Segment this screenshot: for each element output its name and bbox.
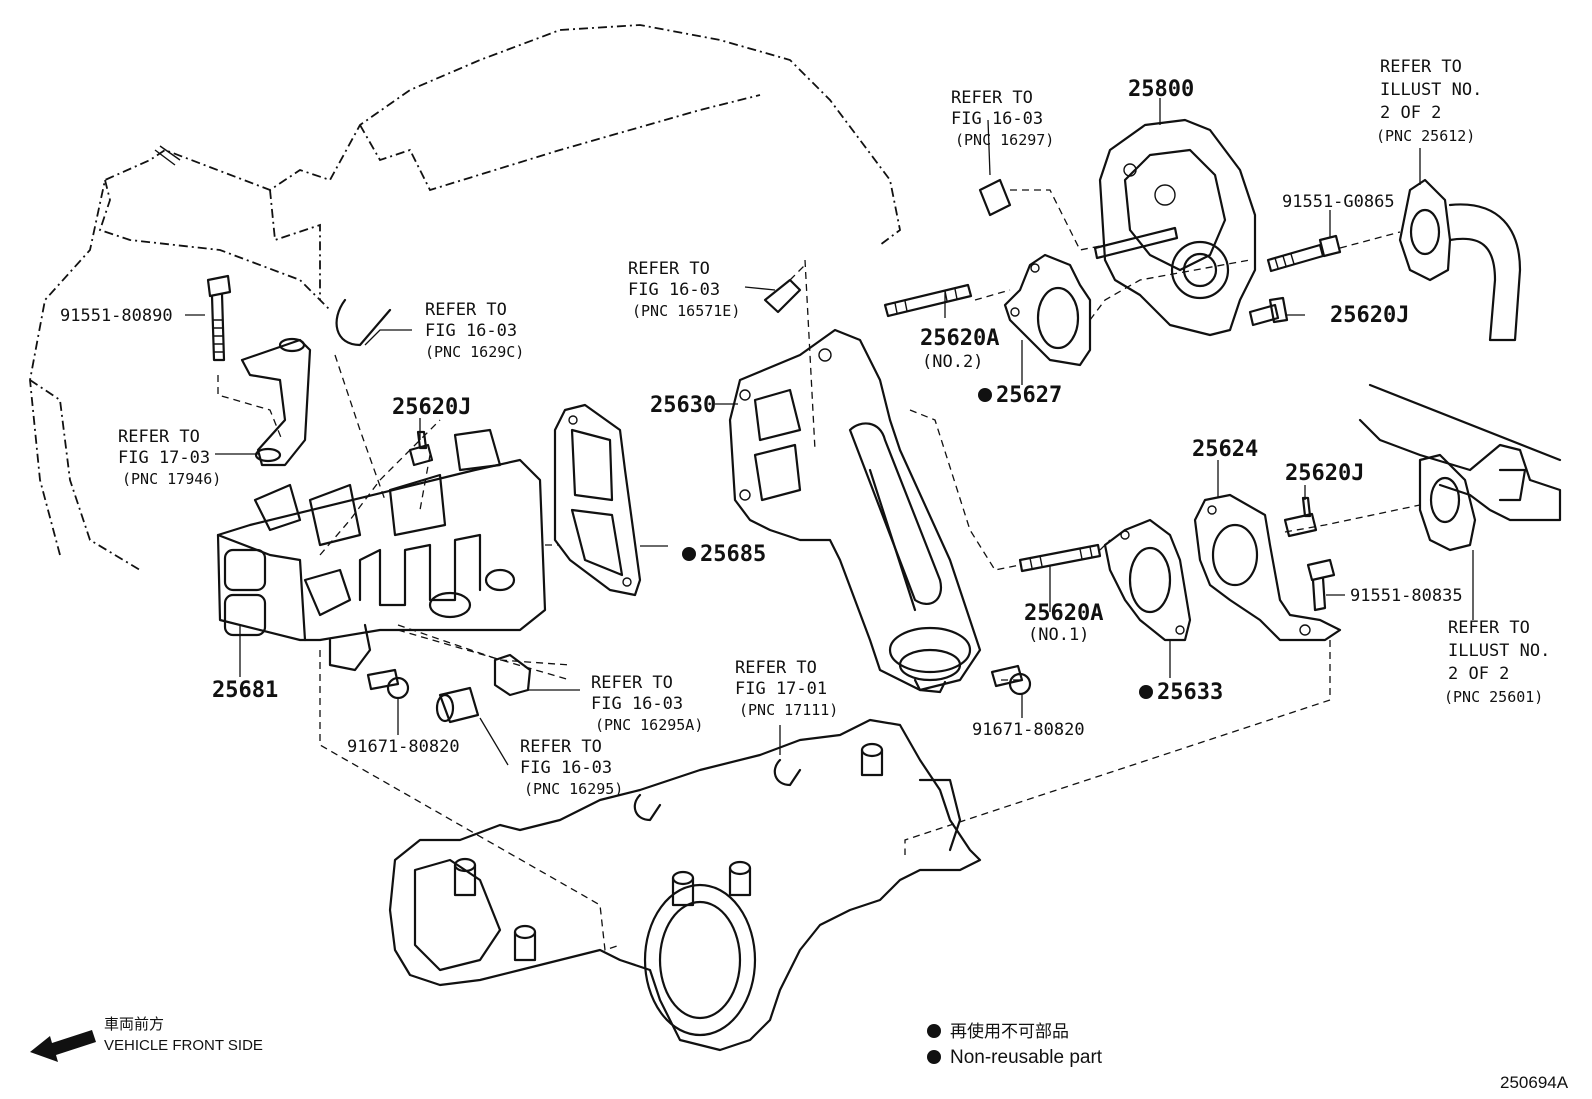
bolt-91551-80890 <box>206 274 232 362</box>
ref-16297-line2: FIG 16-03 <box>951 109 1043 129</box>
ref-17111-line3: (PNC 17111) <box>739 701 838 719</box>
label-no1: (NO.1) <box>1028 625 1089 645</box>
ref-25601-line4: (PNC 25601) <box>1444 688 1543 706</box>
hose-16295 <box>435 686 480 724</box>
ref-16295a-line3: (PNC 16295A) <box>595 716 703 734</box>
ref-17946-line3: (PNC 17946) <box>122 470 221 488</box>
ref-callout-16295a: REFER TO FIG 16-03 (PNC 16295A) <box>591 673 703 734</box>
bolt-91551-g0865 <box>1266 234 1342 273</box>
ref-17111-line2: FIG 17-01 <box>735 679 827 699</box>
gasket-25685 <box>553 403 642 597</box>
egr-cooler-25681 <box>216 428 547 672</box>
ref-16571e-line1: REFER TO <box>628 259 710 279</box>
ref-16295a-line2: FIG 16-03 <box>591 694 683 714</box>
ref-17946-line2: FIG 17-03 <box>118 448 210 468</box>
legend-dot-en <box>927 1050 941 1064</box>
engine-outline <box>29 24 901 571</box>
hose-stub-16297 <box>978 178 1012 217</box>
bolt-25620j-top <box>1248 296 1289 327</box>
ref-25601-line2: ILLUST NO. <box>1448 641 1550 661</box>
ref-16295-line3: (PNC 16295) <box>524 780 623 798</box>
bolt-91671-80820-right <box>990 664 1032 696</box>
ref-16297-line3: (PNC 16297) <box>955 131 1054 149</box>
intake-manifold-17111 <box>388 718 982 1052</box>
non-reusable-marker-25627 <box>978 388 992 402</box>
label-25681: 25681 <box>212 678 278 703</box>
legend-non-reusable-jp: 再使用不可部品 <box>950 1021 1069 1041</box>
label-91671-80820-left: 91671-80820 <box>347 737 460 757</box>
figure-id: 250694A <box>1500 1073 1569 1092</box>
ref-16295-line1: REFER TO <box>520 737 602 757</box>
ref-25612-line1: REFER TO <box>1380 57 1462 77</box>
label-25627: 25627 <box>996 383 1062 408</box>
ref-16571e-line2: FIG 16-03 <box>628 280 720 300</box>
egr-valve-25800 <box>1093 118 1257 337</box>
ref-1629c-line1: REFER TO <box>425 300 507 320</box>
ref-callout-16571e: REFER TO FIG 16-03 (PNC 16571E) <box>628 259 740 320</box>
ref-25612-line2: ILLUST NO. <box>1380 80 1482 100</box>
flange-25612 <box>1398 178 1522 342</box>
label-25624: 25624 <box>1192 437 1258 462</box>
egr-pipe-25630 <box>728 328 982 694</box>
gasket-25627 <box>1003 253 1092 367</box>
ref-callout-16295: REFER TO FIG 16-03 (PNC 16295) <box>520 737 623 798</box>
hose-stub-16571e <box>763 278 802 314</box>
label-91671-80820-right: 91671-80820 <box>972 720 1085 740</box>
label-25633: 25633 <box>1157 680 1223 705</box>
label-91551-80835: 91551-80835 <box>1350 586 1463 606</box>
label-91551-80890: 91551-80890 <box>60 306 173 326</box>
bolt-25620j-mid <box>1283 496 1318 538</box>
ref-1629c-line3: (PNC 1629C) <box>425 343 524 361</box>
ref-16295a-line1: REFER TO <box>591 673 673 693</box>
egr-pipe-25601 <box>1358 383 1562 552</box>
label-25630: 25630 <box>650 393 716 418</box>
legend: 再使用不可部品 Non-reusable part <box>927 1021 1103 1068</box>
ref-1629c-line2: FIG 16-03 <box>425 321 517 341</box>
ref-25601-line1: REFER TO <box>1448 618 1530 638</box>
front-arrow-icon <box>30 1030 96 1062</box>
ref-25612-line4: (PNC 25612) <box>1376 127 1475 145</box>
ref-25601-line3: 2 OF 2 <box>1448 664 1509 684</box>
non-reusable-marker-25685 <box>682 547 696 561</box>
adapter-25624 <box>1193 493 1342 642</box>
gasket-25633 <box>1103 518 1192 642</box>
legend-dot-jp <box>927 1024 941 1038</box>
label-25620a-no1: 25620A <box>1024 601 1103 626</box>
egr-bracket <box>240 337 312 467</box>
stud-25620a-no1 <box>1018 543 1102 573</box>
label-no2: (NO.2) <box>922 352 983 372</box>
bolt-25620j-left <box>408 430 434 467</box>
bolt-91671-80820-left <box>366 668 410 700</box>
ref-callout-25601: REFER TO ILLUST NO. 2 OF 2 (PNC 25601) <box>1444 618 1550 706</box>
label-25620j-mid-right: 25620J <box>1285 461 1364 486</box>
ref-17946-line1: REFER TO <box>118 427 200 447</box>
legend-non-reusable-en: Non-reusable part <box>950 1047 1103 1068</box>
label-25685: 25685 <box>700 542 766 567</box>
ref-17111-line1: REFER TO <box>735 658 817 678</box>
direction-en: VEHICLE FRONT SIDE <box>104 1037 263 1054</box>
ref-16295-line2: FIG 16-03 <box>520 758 612 778</box>
ref-16297-line1: REFER TO <box>951 88 1033 108</box>
bolt-91551-80835 <box>1306 558 1336 612</box>
non-reusable-marker-25633 <box>1139 685 1153 699</box>
ref-callout-25612: REFER TO ILLUST NO. 2 OF 2 (PNC 25612) <box>1376 57 1482 145</box>
ref-callout-1629c: REFER TO FIG 16-03 (PNC 1629C) <box>425 300 524 361</box>
stud-25620a-no2 <box>883 283 973 318</box>
ref-16571e-line3: (PNC 16571E) <box>632 302 740 320</box>
label-91551-g0865: 91551-G0865 <box>1282 192 1395 212</box>
label-25620j-top-right: 25620J <box>1330 303 1409 328</box>
direction-jp: 車両前方 <box>104 1016 164 1033</box>
ref-callout-17946: REFER TO FIG 17-03 (PNC 17946) <box>118 427 221 488</box>
leader-lines <box>185 98 1474 766</box>
ref-25612-line3: 2 OF 2 <box>1380 103 1441 123</box>
vehicle-front-indicator: 車両前方 VEHICLE FRONT SIDE <box>30 1016 263 1062</box>
label-25620a-no2: 25620A <box>920 326 999 351</box>
ref-callout-16297: REFER TO FIG 16-03 (PNC 16297) <box>951 88 1054 149</box>
label-25620j-left: 25620J <box>392 395 471 420</box>
label-25800: 25800 <box>1128 77 1194 102</box>
ref-callout-17111: REFER TO FIG 17-01 (PNC 17111) <box>735 658 838 719</box>
dashed-guide-lines <box>217 189 1421 951</box>
